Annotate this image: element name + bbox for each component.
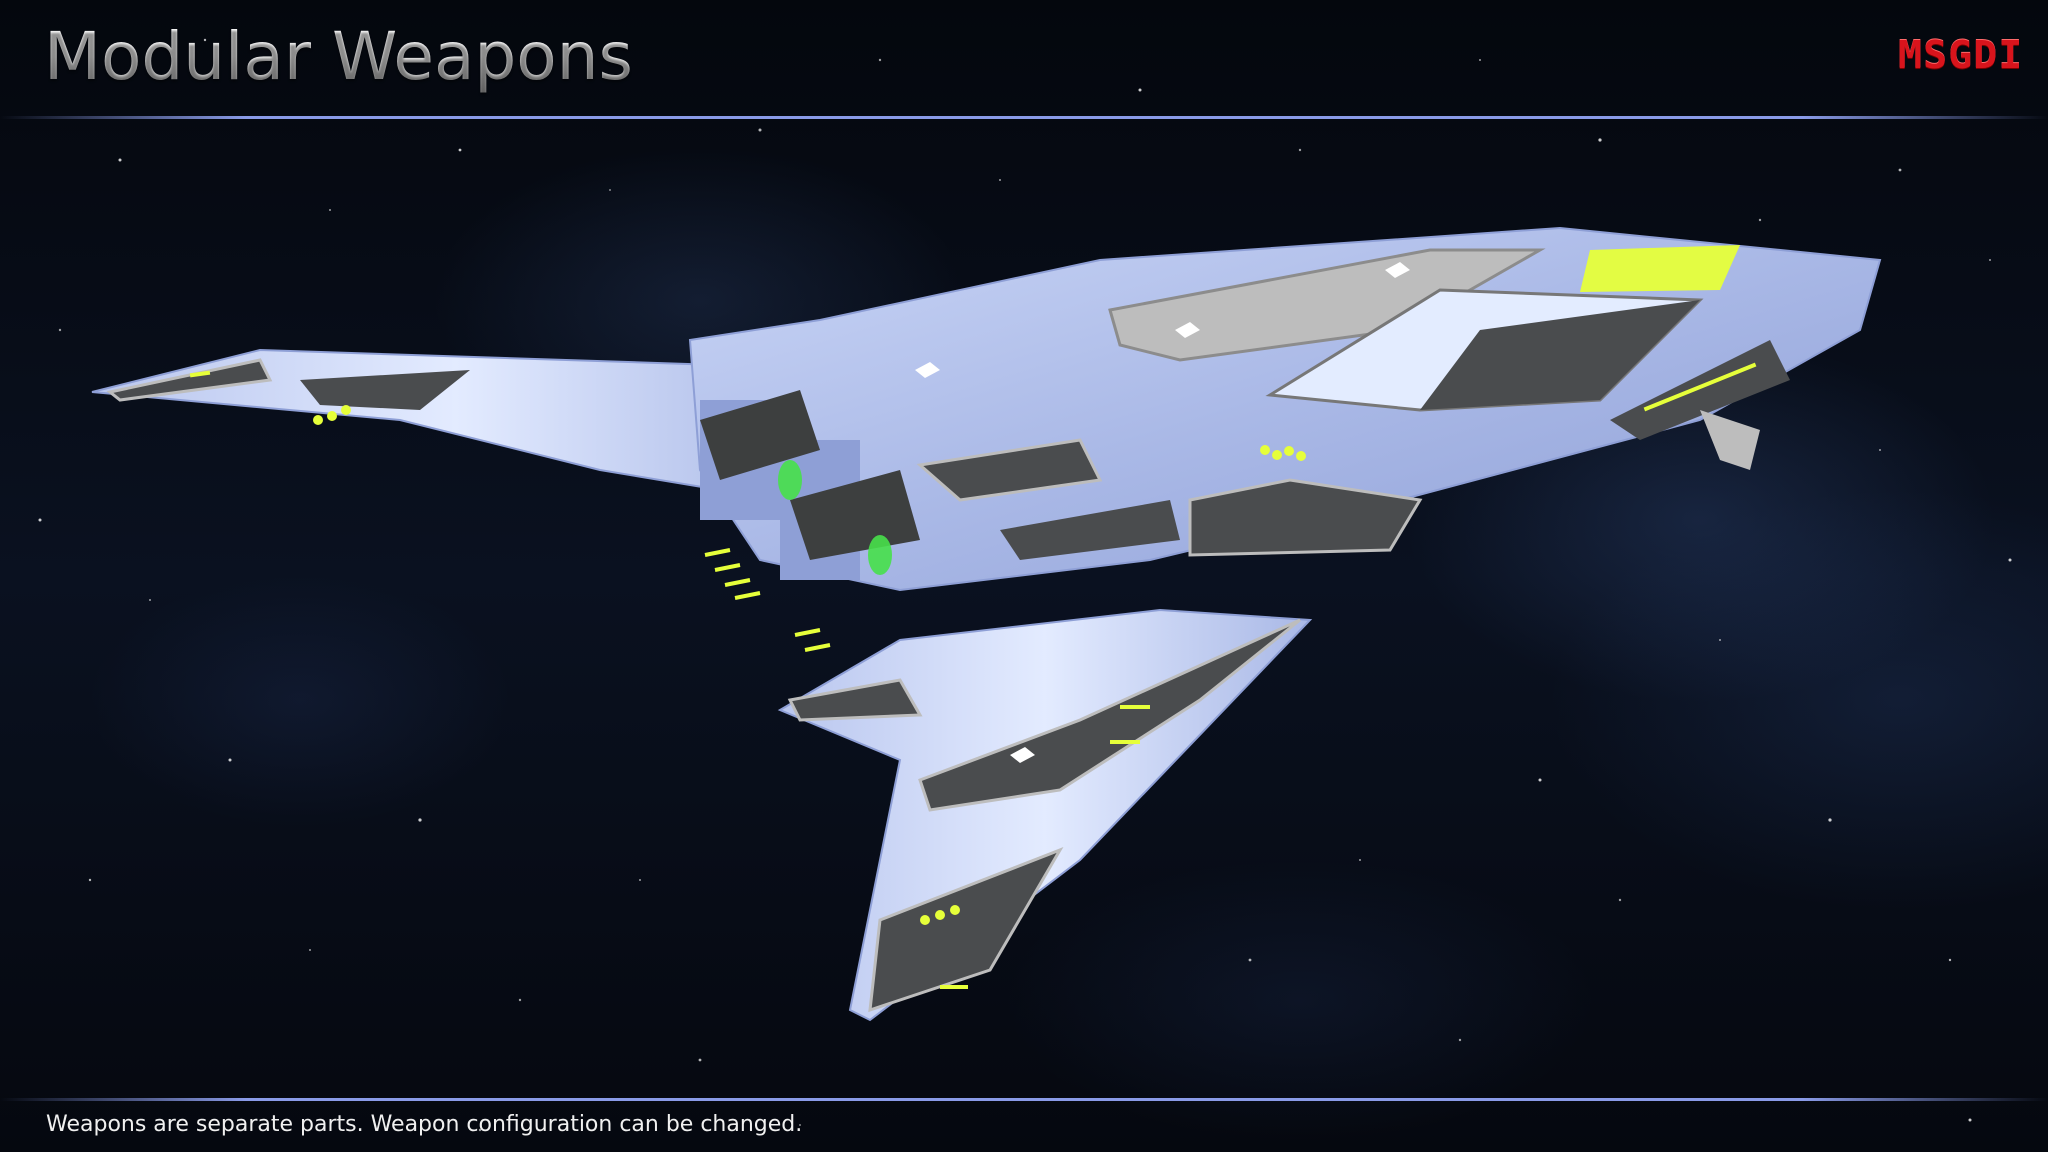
glow-plate (1580, 245, 1740, 292)
side-cannon (1610, 340, 1790, 440)
brand-logo: MSGDI (1897, 33, 2023, 77)
weapon-modules (700, 390, 920, 652)
page-title: Modular Weapons (44, 18, 633, 95)
bottom-divider (0, 1098, 2048, 1101)
top-divider (0, 116, 2048, 119)
caption-text: Weapons are separate parts. Weapon confi… (46, 1112, 803, 1137)
